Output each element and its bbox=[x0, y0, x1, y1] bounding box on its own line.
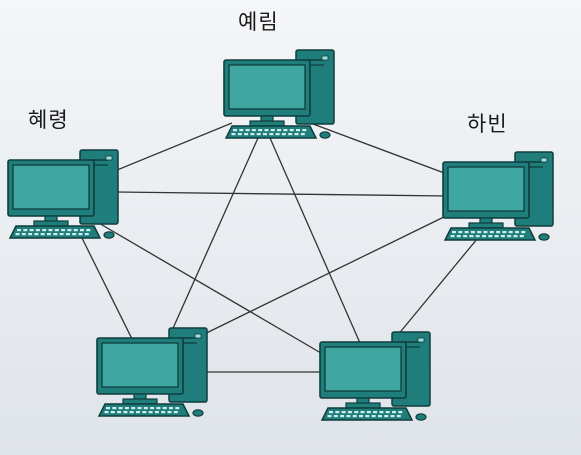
link-habin-bottom-left bbox=[185, 213, 451, 344]
link-yerim-bottom-left bbox=[169, 137, 259, 336]
link-yerim-habin bbox=[304, 120, 456, 178]
link-hyeryeong-bottom-right bbox=[96, 221, 339, 364]
desktop-computer-icon bbox=[442, 151, 554, 241]
desktop-computer-icon bbox=[319, 331, 431, 421]
desktop-computer-icon bbox=[96, 327, 208, 417]
link-hyeryeong-bottom-left bbox=[79, 233, 136, 346]
node-label-hyeryeong: 혜령 bbox=[28, 108, 69, 132]
desktop-computer-icon bbox=[223, 49, 335, 139]
node-label-yerim: 예림 bbox=[238, 10, 279, 34]
link-yerim-bottom-right bbox=[269, 137, 361, 344]
link-habin-bottom-right bbox=[396, 232, 483, 337]
desktop-computer-icon bbox=[7, 149, 119, 239]
link-yerim-hyeryeong bbox=[99, 122, 233, 178]
link-hyeryeong-habin bbox=[114, 191, 449, 197]
node-label-habin: 하빈 bbox=[467, 112, 508, 136]
